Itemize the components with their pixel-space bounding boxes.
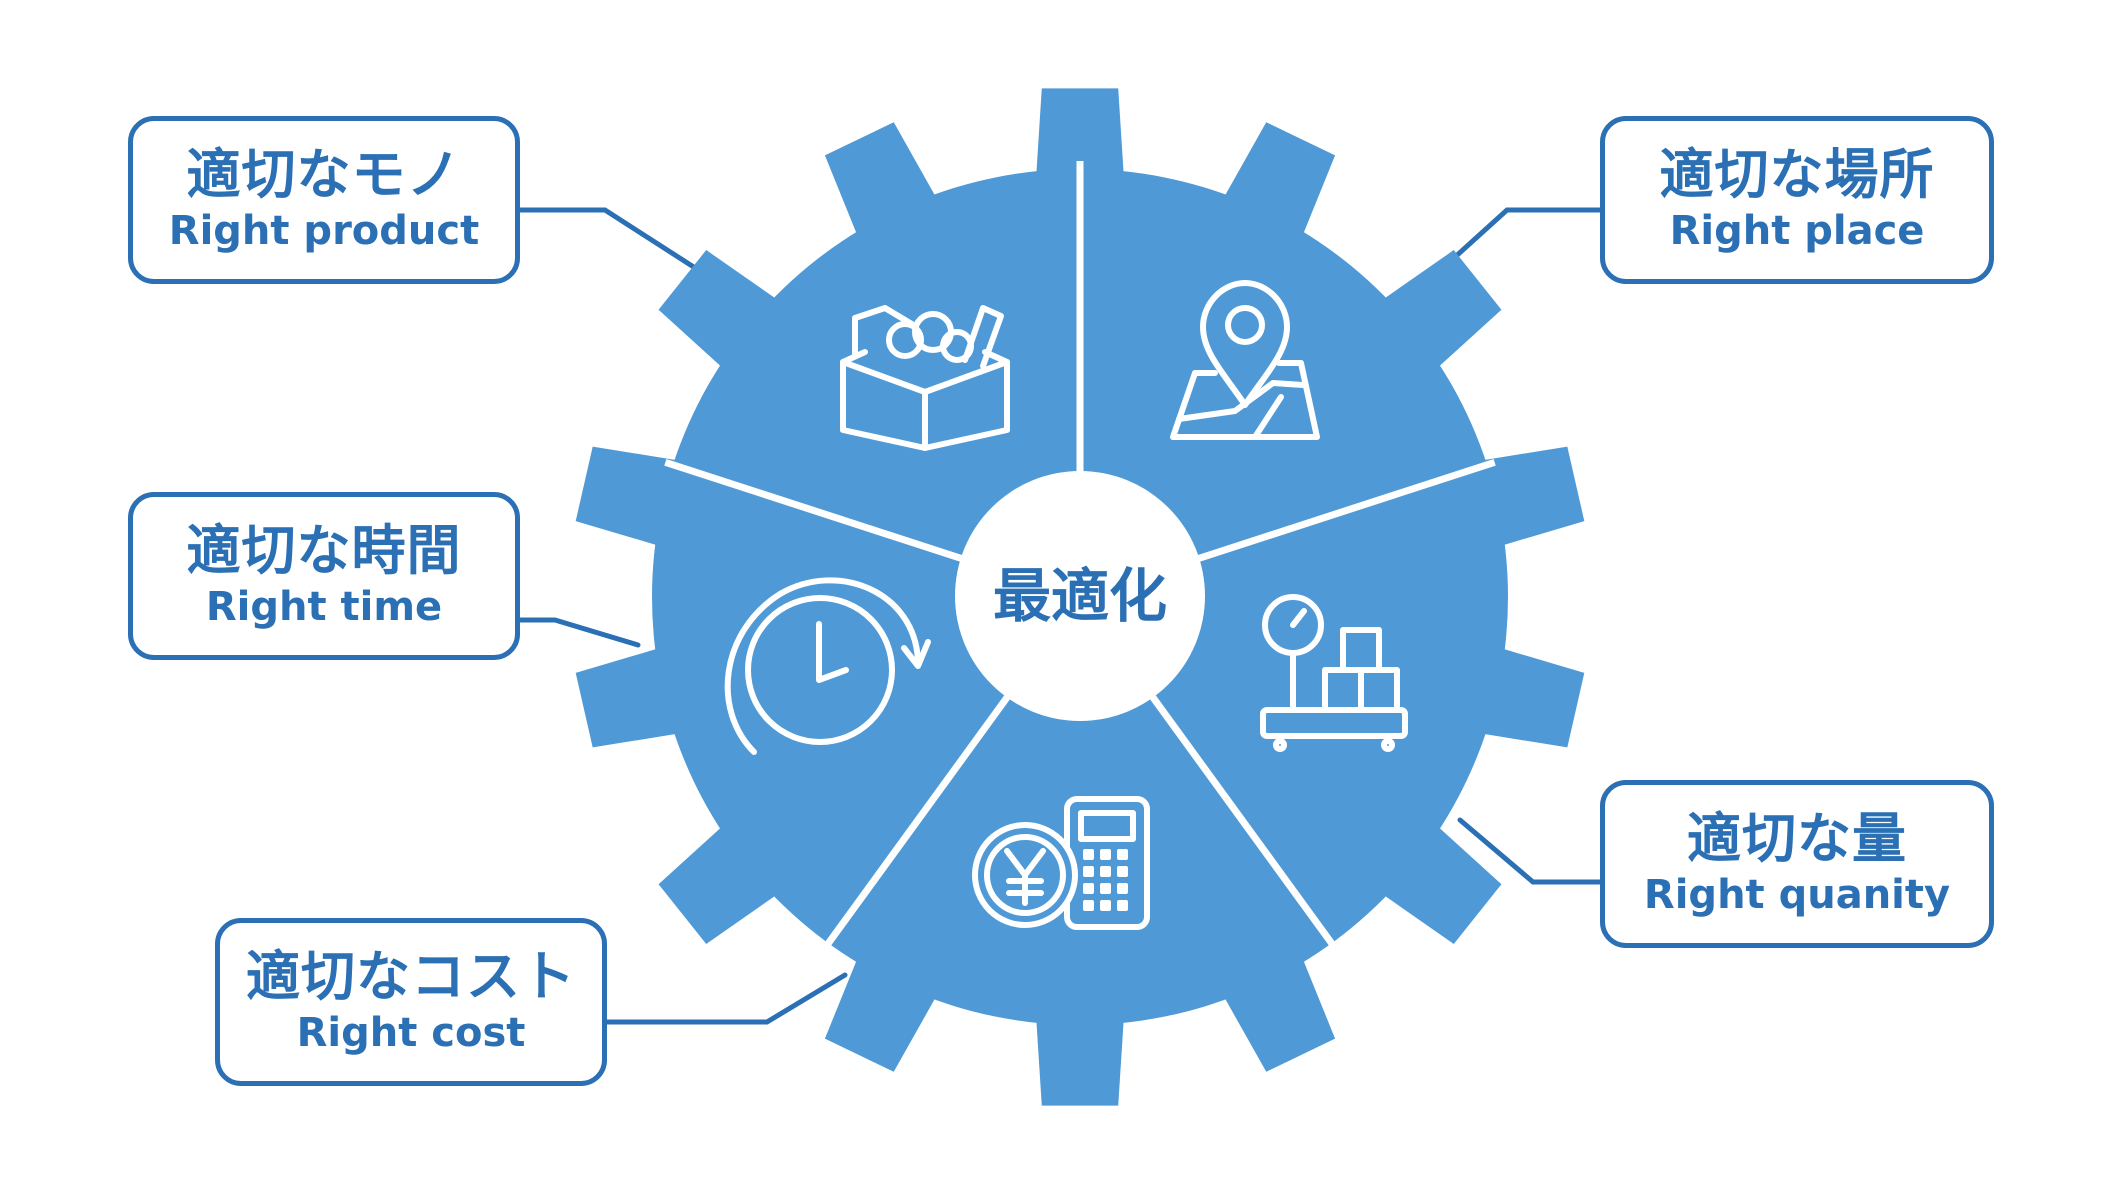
- connector-quantity: [1457, 817, 1603, 885]
- label-place-en: Right place: [1669, 208, 1925, 254]
- label-product-jp: 適切なモノ: [186, 143, 462, 206]
- map-pin-icon: [1170, 280, 1320, 440]
- label-box-time: 適切な時間 Right time: [128, 492, 520, 660]
- calculator-key: [1117, 849, 1128, 860]
- label-place-jp: 適切な場所: [1659, 143, 1935, 206]
- label-box-product: 適切なモノ Right product: [128, 116, 520, 284]
- segment-divider: [1147, 692, 1340, 952]
- calculator-key: [1117, 883, 1128, 894]
- segment-divider: [1193, 458, 1496, 564]
- segment-divider: [820, 692, 1013, 952]
- center-label: 最適化: [993, 562, 1167, 630]
- label-cost-jp: 適切なコスト: [246, 945, 576, 1008]
- calculator-key: [1083, 900, 1094, 911]
- center-hub: 最適化: [955, 471, 1205, 721]
- calculator-key: [1117, 900, 1128, 911]
- label-time-en: Right time: [205, 584, 443, 630]
- label-box-cost: 適切なコスト Right cost: [215, 918, 607, 1086]
- label-cost-en: Right cost: [296, 1010, 526, 1056]
- center-circle: [955, 471, 1205, 721]
- label-time-jp: 適切な時間: [186, 519, 462, 582]
- label-box-place: 適切な場所 Right place: [1600, 116, 1994, 284]
- label-box-quantity: 適切な量 Right quanity: [1600, 780, 1994, 948]
- connector-cost: [604, 972, 848, 1025]
- yen-calculator-icon: [972, 796, 1150, 930]
- calculator-keys: [1083, 849, 1128, 911]
- calculator-key: [1100, 849, 1111, 860]
- label-product-en: Right product: [168, 208, 480, 254]
- calculator-key: [1083, 849, 1094, 860]
- connector-time: [517, 617, 641, 648]
- calculator-key: [1100, 866, 1111, 877]
- grocery-box-icon: [840, 305, 1010, 451]
- calculator-key: [1100, 883, 1111, 894]
- scale-boxes-icon: [1260, 594, 1408, 752]
- calculator-key: [1117, 866, 1128, 877]
- label-quantity-jp: 適切な量: [1687, 807, 1907, 870]
- clock-refresh-icon: [724, 577, 931, 755]
- calculator-key: [1100, 900, 1111, 911]
- label-quantity-en: Right quanity: [1643, 872, 1951, 918]
- segment-divider: [664, 458, 967, 564]
- calculator-key: [1083, 883, 1094, 894]
- calculator-key: [1083, 866, 1094, 877]
- segment-dividers: [664, 161, 1496, 952]
